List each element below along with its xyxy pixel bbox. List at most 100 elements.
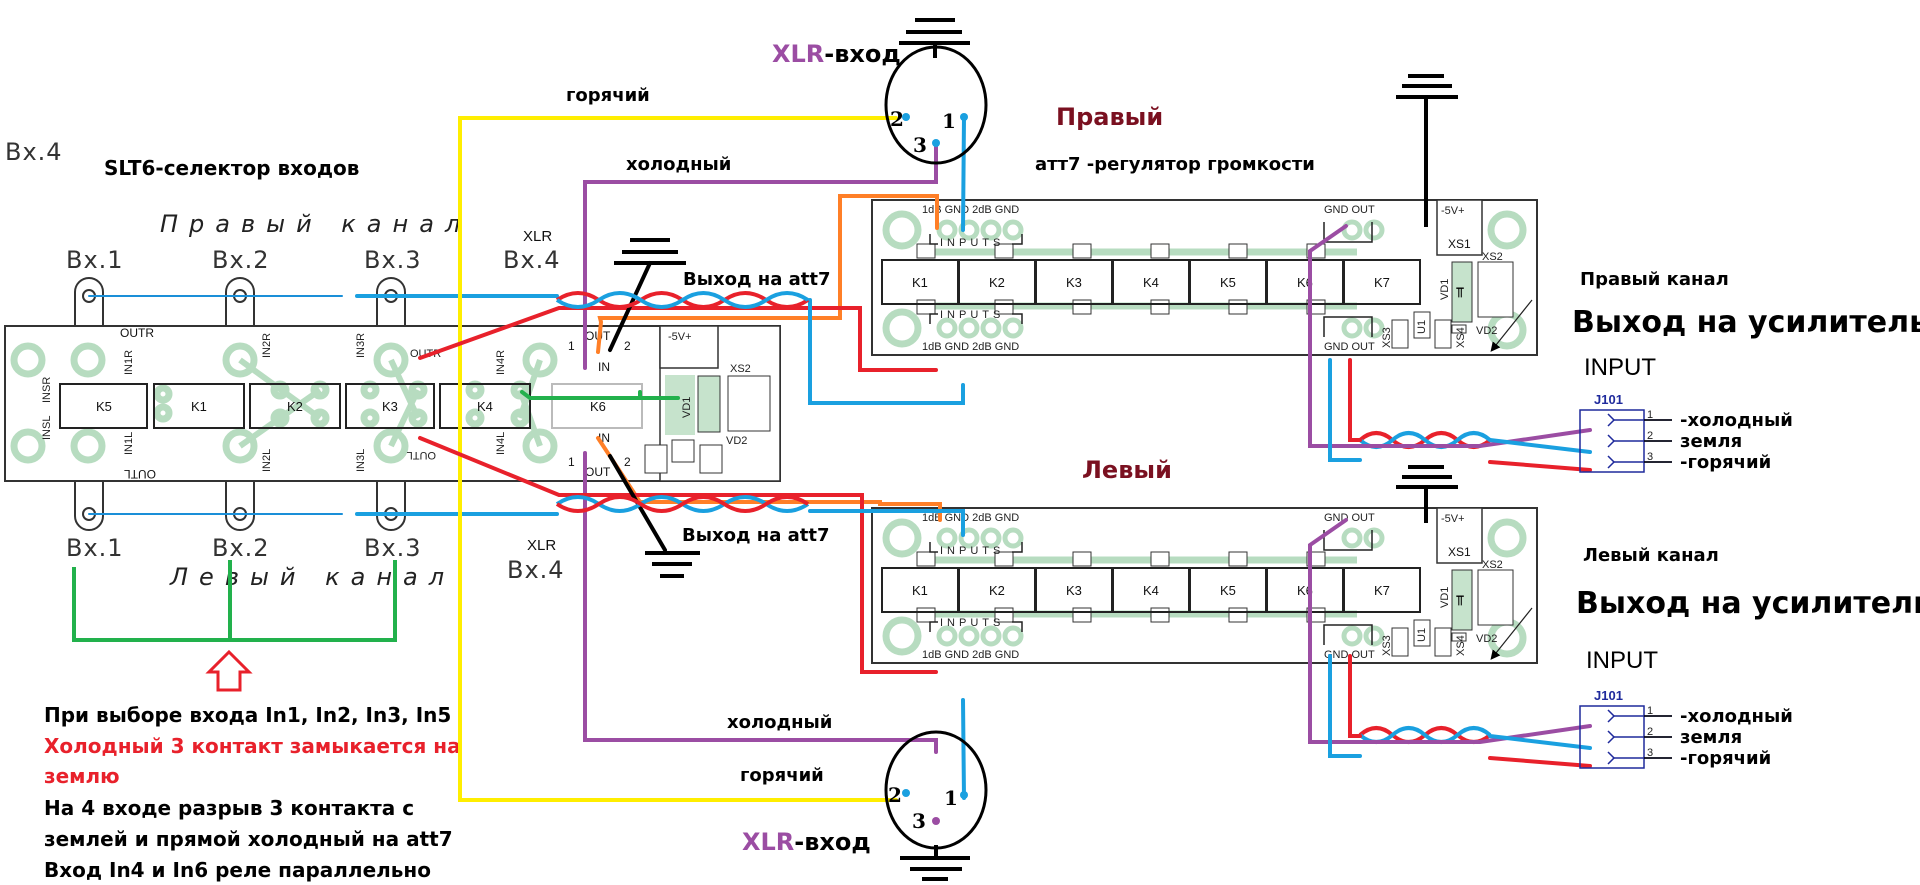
- att7-right-title: Правый: [1056, 103, 1163, 131]
- xlr-pin-1: [960, 791, 968, 799]
- xlr-pin-2: [902, 789, 910, 797]
- twisted-pair-selector-bottom: [555, 495, 810, 513]
- j101-pin-label: -горячий: [1680, 748, 1771, 769]
- pcb-label: IN1L: [123, 432, 135, 455]
- input-label-right-4: Вх.4: [503, 246, 561, 274]
- xs3-label: XS3: [1381, 635, 1393, 656]
- smd-pad: [1228, 607, 1248, 623]
- wire-red-top: [418, 306, 938, 372]
- relay-label: K3: [382, 399, 398, 414]
- twisted-pair-selector-top: [555, 291, 810, 309]
- spring-contact-icon: [1607, 434, 1616, 448]
- smd-pad: [1072, 299, 1092, 315]
- pcb-label: INSR: [41, 377, 53, 403]
- pcb-label: OUTR: [120, 326, 154, 340]
- xlr-pin-3: [932, 817, 940, 825]
- smd-pad: [916, 607, 936, 623]
- relay-label: K5: [1220, 275, 1236, 290]
- note-line: Холодный 3 контакт замыкается на: [44, 734, 461, 758]
- att7-traces: [882, 210, 1527, 350]
- relay-k3: [345, 383, 435, 429]
- pin-number: 2: [890, 107, 904, 131]
- wire-xlr-pin1-top: [961, 115, 966, 232]
- selector-relays: K5 K1 K2 K3 K4 K6: [59, 383, 643, 429]
- pcb-label: OUTL: [407, 449, 436, 461]
- hot-label-bottom: горячий: [740, 765, 824, 786]
- pcb-label: IN4R: [495, 350, 507, 375]
- amp-output-right: Правый канал Выход на усилитель INPUT J1…: [1308, 224, 1920, 473]
- att7-input-pads: [936, 527, 1385, 647]
- xs4-label: XS4: [1455, 635, 1467, 656]
- j101-pin-label: -холодный: [1680, 706, 1793, 727]
- xs3-label: XS3: [1381, 327, 1393, 348]
- ground-icon: [899, 18, 970, 58]
- pcb-label: IN3L: [355, 449, 367, 472]
- power-connector: [1436, 199, 1483, 256]
- relay-label: K2: [989, 275, 1005, 290]
- left-channel-label: Левый канал: [169, 563, 455, 591]
- smd-pad: [1150, 551, 1170, 567]
- wire-blue-return-bottom: [808, 509, 965, 537]
- smd-pad: [1072, 607, 1092, 623]
- dimension-arrow-icon: [1490, 607, 1533, 660]
- input-label-left-1: Вх.1: [66, 534, 124, 562]
- relay-label: K5: [1220, 583, 1236, 598]
- note-line: На 4 входе разрыв 3 контакта с: [44, 796, 414, 820]
- xlr-connector-top: 2 1 3: [884, 45, 988, 165]
- selector-board: K5 K1 K2 K3 K4 K6 OUTR OUTL IN1R IN1L IN…: [4, 277, 781, 531]
- j101-pin-label: земля: [1680, 727, 1742, 748]
- amp-output-left: Левый канал Выход на усилитель INPUT J10…: [1308, 518, 1920, 769]
- note-line: При выборе входа In1, In2, In3, In5: [44, 703, 451, 727]
- corner-input-label: Вх.4: [5, 138, 63, 166]
- pcb-label: IN1R: [123, 350, 135, 375]
- pcb-label: 1: [568, 339, 575, 353]
- amp-title: Выход на усилитель: [1572, 305, 1920, 340]
- relay-k2: [249, 383, 341, 429]
- pin-number: 1: [944, 786, 958, 810]
- pcb-label: IN4L: [495, 432, 507, 455]
- relay-k1: [153, 383, 245, 429]
- gnd-out-label: GND OUT: [1324, 341, 1375, 353]
- smd-pad: [994, 551, 1014, 567]
- j101-pin-number: 1: [1647, 705, 1653, 717]
- selector-title: SLT6-селектор входов: [104, 156, 359, 180]
- power-label: -5V+: [1441, 205, 1465, 217]
- spring-contact-icon: [1607, 730, 1616, 744]
- pcb-label: -5V+: [668, 331, 692, 343]
- rca-jacks-left: [63, 473, 417, 531]
- relay-label: K6: [590, 399, 606, 414]
- xlr-label-left: XLR: [527, 537, 556, 554]
- relay-label: K1: [912, 583, 928, 598]
- att7-input-pads: [936, 219, 1385, 339]
- pcb-label: IN: [598, 360, 610, 374]
- j101-label: J101: [1594, 688, 1623, 703]
- xlr-connector-bottom: 2 1 3: [884, 730, 988, 850]
- input-pins-label: 1dB GND 2dB GND: [922, 512, 1019, 524]
- wire-orange-bottom: [596, 436, 942, 522]
- pcb-label: OUT: [585, 465, 611, 479]
- pin-number: 3: [913, 133, 927, 157]
- j101-pin-label: -холодный: [1680, 410, 1793, 431]
- input-pins-label: 1dB GND 2dB GND: [922, 649, 1019, 661]
- power-connector: [1436, 507, 1483, 564]
- ground-icon: [1396, 74, 1458, 227]
- dimension-arrow-icon: [1490, 299, 1533, 352]
- note-line: землей и прямой холодный на att7: [44, 827, 453, 851]
- smd-pad: [916, 299, 936, 315]
- amp-channel: Правый канал: [1580, 269, 1729, 290]
- ground-icon: [900, 845, 970, 881]
- vd1-label: VD1: [1439, 279, 1451, 300]
- xs1-label: XS1: [1448, 545, 1471, 559]
- j101-pin-number: 2: [1647, 430, 1653, 442]
- xlr-pin-1: [960, 113, 968, 121]
- pcb-label: INSL: [41, 416, 53, 440]
- j101-pin-number: 1: [1647, 409, 1653, 421]
- amp-channel: Левый канал: [1583, 545, 1719, 566]
- xs4-label: XS4: [1455, 327, 1467, 348]
- u1-label: U1: [1416, 320, 1428, 334]
- cold-label-top: холодный: [626, 154, 731, 175]
- spring-contact-icon: [1607, 413, 1616, 427]
